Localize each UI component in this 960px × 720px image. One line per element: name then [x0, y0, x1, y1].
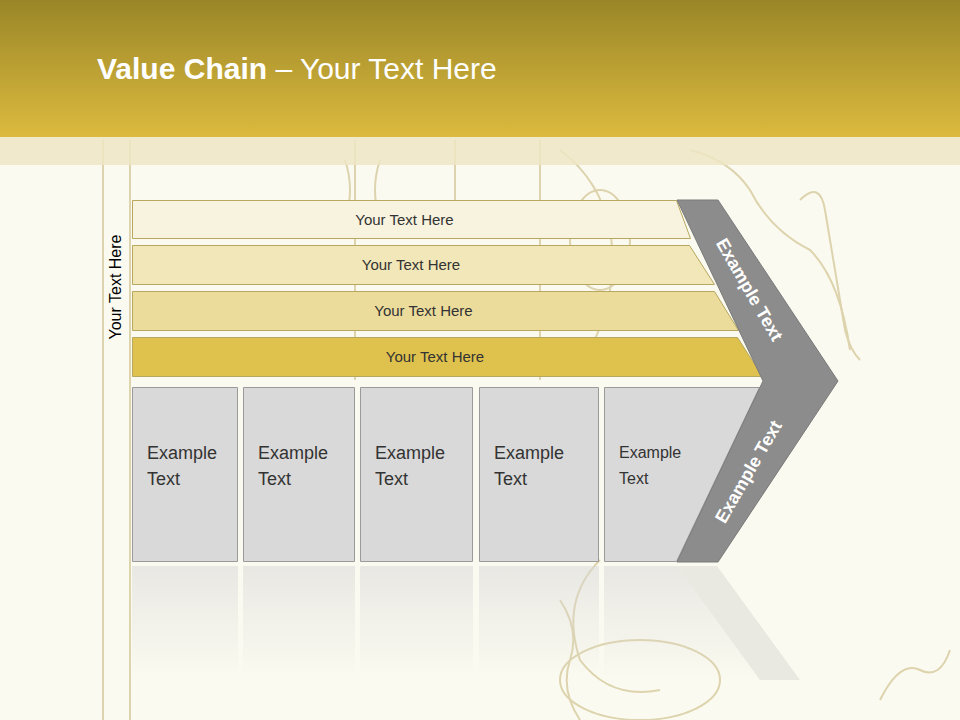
- primary-box: Example Text: [360, 387, 473, 562]
- band-text: Your Text Here: [132, 337, 738, 377]
- slide-title: Value Chain – Your Text Here: [97, 52, 497, 86]
- box-text: Example Text: [258, 440, 338, 492]
- band-text: Your Text Here: [132, 291, 715, 331]
- band-shape: [133, 338, 763, 377]
- activity-band: Your Text Here: [132, 245, 715, 285]
- primary-box: Example Text: [243, 387, 355, 562]
- title-strong: Value Chain: [97, 52, 267, 85]
- band-shape: [133, 246, 715, 285]
- activity-band: Your Text Here: [132, 291, 739, 331]
- activity-band: Your Text Here: [132, 337, 763, 377]
- chevron-outline: [677, 200, 838, 562]
- band-text: Your Text Here: [132, 200, 677, 239]
- box-text: Example Text: [494, 440, 574, 492]
- box-text: Example Text: [147, 440, 227, 492]
- header-bar: [0, 0, 960, 137]
- side-label: Your Text Here: [107, 235, 125, 340]
- primary-box: Example Text: [479, 387, 599, 562]
- header-band: [0, 137, 960, 165]
- box-shape: [133, 388, 238, 562]
- band-shape: [133, 292, 739, 331]
- band-shape: [133, 201, 691, 239]
- reflection: [132, 566, 800, 680]
- chevron-shape: [677, 200, 838, 562]
- box-shape: [361, 388, 473, 562]
- title-rest: – Your Text Here: [267, 52, 497, 85]
- box-shape: [480, 388, 599, 562]
- box-text: Example Text: [375, 440, 455, 492]
- activity-band: Your Text Here: [132, 200, 691, 239]
- band-text: Your Text Here: [132, 245, 690, 285]
- primary-box: Example Text: [132, 387, 238, 562]
- box-text: Example Text: [619, 440, 699, 492]
- margin-chevron: Example TextExample Text: [677, 200, 838, 562]
- box-shape: [244, 388, 355, 562]
- skeleton-sketch: [103, 140, 950, 720]
